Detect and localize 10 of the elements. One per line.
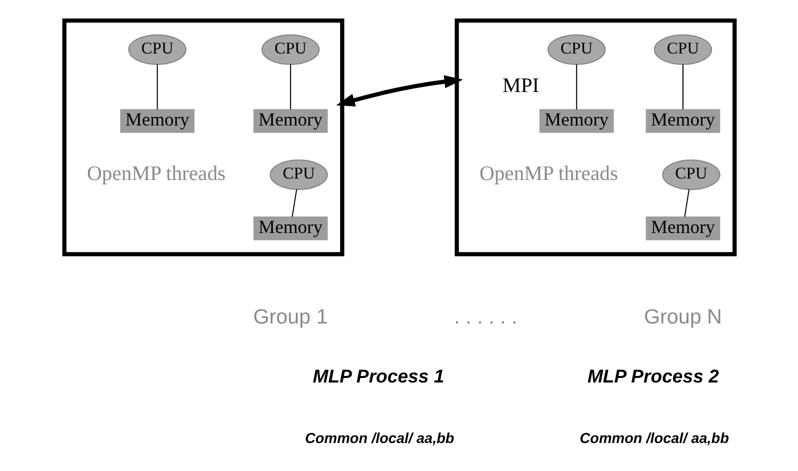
label: Common /local/ aa,bb (579, 430, 728, 447)
label: Common /local/ aa,bb (304, 430, 454, 447)
label: OpenMP threads (86, 162, 226, 185)
edge-label: MPI (502, 75, 539, 98)
label: MLP Process 2 (586, 366, 718, 387)
label: Group 1 (252, 305, 328, 328)
label: MLP Process 1 (312, 366, 444, 387)
label: Group N (643, 305, 722, 328)
label: . . . . . . (454, 305, 517, 328)
label: OpenMP threads (478, 162, 618, 185)
